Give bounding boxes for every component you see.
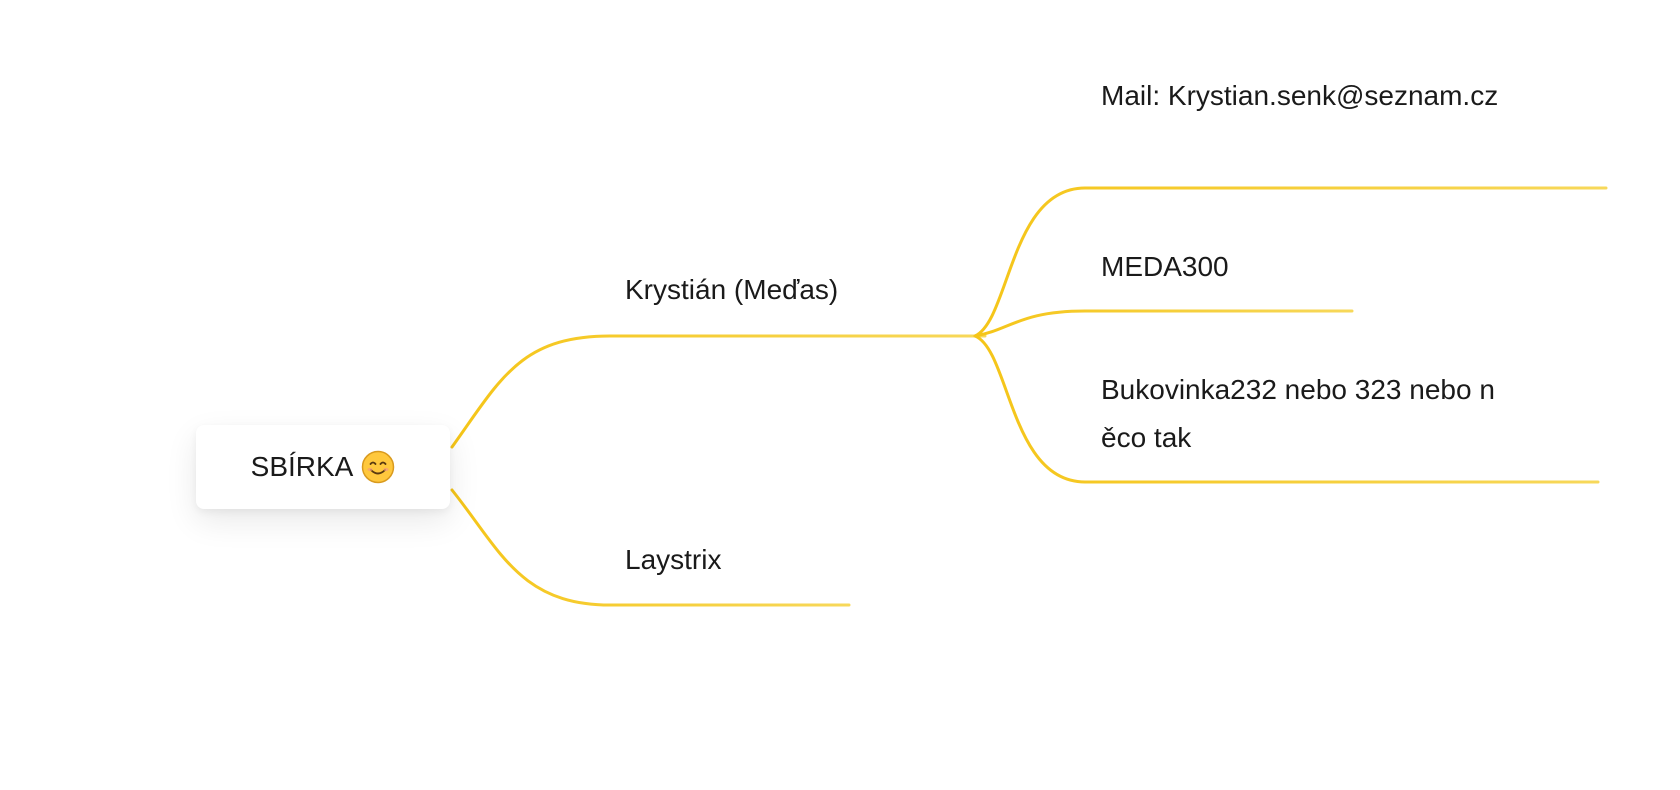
smiling-face-icon <box>362 450 395 484</box>
connector-krystian-to-bukovinka <box>973 334 1600 484</box>
connector-root-to-krystian <box>450 334 987 449</box>
connector-krystian-to-meda300 <box>973 309 1354 338</box>
child-meda300[interactable]: MEDA300 <box>1101 251 1229 282</box>
connector-krystian-to-mail <box>973 186 1608 338</box>
connector-root-to-laystrix <box>450 488 851 607</box>
branch-krystian[interactable]: Krystián (Meďas) <box>625 274 839 305</box>
branch-laystrix[interactable]: Laystrix <box>625 544 722 575</box>
child-bukovinka[interactable]: Bukovinka232 nebo 323 nebo něco tak <box>1101 374 1495 453</box>
root-node[interactable]: SBÍRKA <box>196 425 450 509</box>
root-node-label: SBÍRKA <box>250 451 354 482</box>
child-mail[interactable]: Mail: Krystian.senk@seznam.cz <box>1101 80 1499 111</box>
